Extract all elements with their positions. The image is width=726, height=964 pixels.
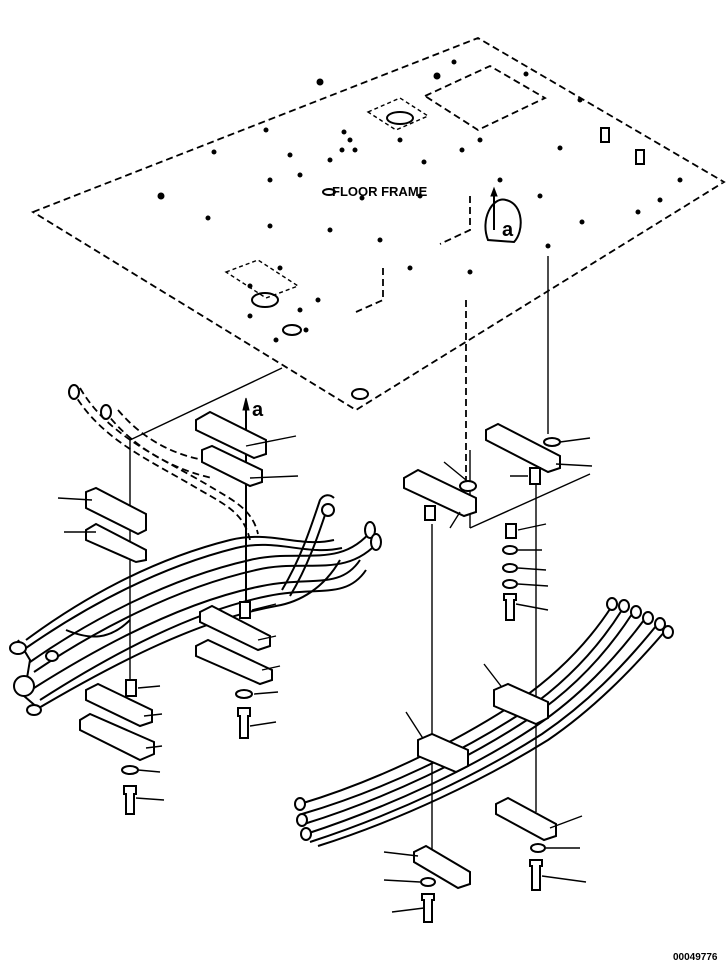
right-hose-bundle [294,597,674,847]
left-clamp-parts [57,410,299,815]
floor-frame-plate: FLOOR FRAME a [30,37,726,412]
right-clamp-parts [383,422,593,923]
ref-label-upper: a [502,219,514,241]
floor-frame-label: FLOOR FRAME [332,184,428,199]
drawing-number: 00049776 [673,952,718,963]
ref-label-lower: a [252,399,264,421]
left-hose-bundle [9,384,382,716]
